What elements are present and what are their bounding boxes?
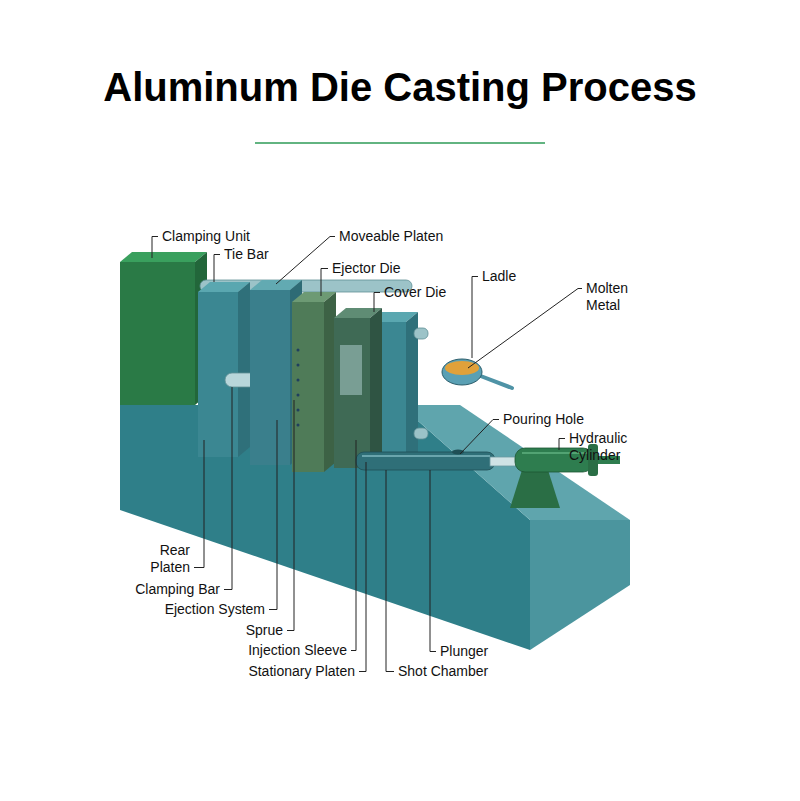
ejector-die [292,292,336,472]
leader-line [468,289,582,369]
tie-bar-end [414,428,428,439]
page-title: Aluminum Die Casting Process [0,64,800,110]
clamping-unit [120,252,207,262]
part-label: Clamping Bar [135,581,220,598]
ladle [445,361,479,375]
machine-base [530,520,630,650]
rear-platen [238,282,250,457]
ejector-die [292,302,324,472]
leader-line [460,420,499,455]
cover-die [370,308,382,468]
ejector-die [297,409,300,412]
ejector-die [297,424,300,427]
part-label: Moveable Platen [339,228,443,245]
ladle [478,375,512,388]
leader-line [152,237,582,672]
part-label: Plunger [440,643,488,660]
moveable-platen [250,290,290,465]
ejector-die [297,349,300,352]
part-label: Ladle [482,268,516,285]
leader-line [152,237,158,259]
leader-line [269,420,277,610]
part-label: Cover Die [384,284,446,301]
part-label: Sprue [246,622,283,639]
leader-line [359,462,366,672]
part-label: Ejection System [165,601,265,618]
part-label: Stationary Platen [248,663,355,680]
tie-bar-end [414,328,428,439]
leader-line [287,400,294,631]
leader-line [472,277,478,359]
part-label: Shot Chamber [398,663,488,680]
cover-die [340,345,362,395]
leader-line [321,269,328,297]
title-rule [255,142,545,144]
hydraulic-cylinder [510,470,560,508]
ejector-die [297,364,300,367]
rear-platen [198,282,250,457]
leader-line [224,387,232,590]
cover-die [334,308,382,468]
shot-chamber [362,455,490,457]
leader-line [194,440,204,568]
ejector-die [297,394,300,397]
ladle [442,359,512,388]
part-label: Hydraulic Cylinder [569,430,641,464]
leader-line [559,439,565,451]
leader-line [214,255,220,283]
part-label: Rear Platen [140,542,190,576]
leader-line [351,440,356,651]
leader-line [430,470,436,652]
clamping-unit [120,262,195,405]
leader-line [276,237,335,285]
ladle [442,359,482,385]
part-label: Pouring Hole [503,411,584,428]
cover-die [334,318,370,468]
ejector-die [297,379,300,382]
part-label: Molten Metal [586,280,644,314]
part-label: Ejector Die [332,260,400,277]
tie-bar-end [414,328,428,339]
part-label: Injection Sleeve [248,642,347,659]
leader-line [374,293,380,313]
shot-chamber [356,452,495,470]
part-label: Clamping Unit [162,228,250,245]
part-label: Tie Bar [224,246,269,263]
clamping-unit [120,252,207,405]
leader-line [386,470,394,672]
shot-chamber [356,450,495,471]
